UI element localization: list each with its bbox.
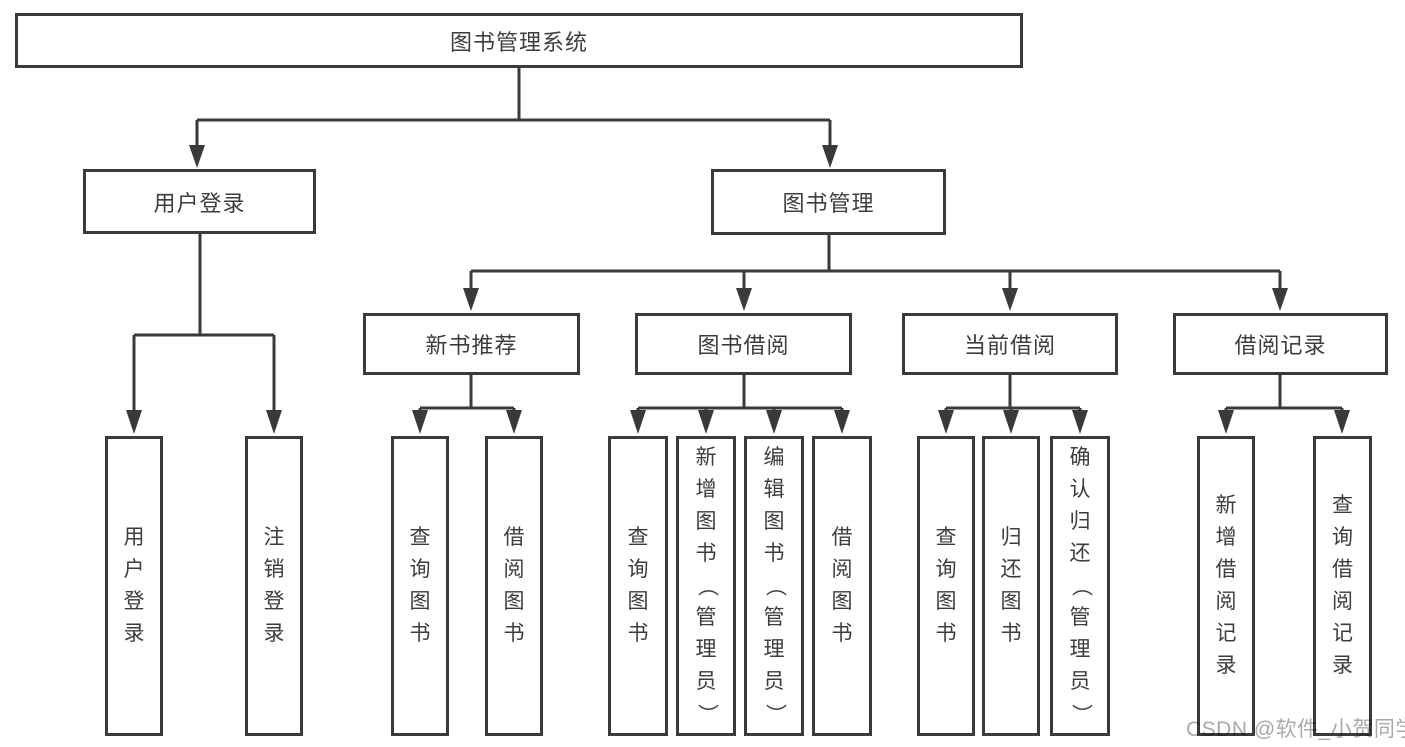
- connector-book-borrow-branch: [630, 375, 850, 434]
- node-new-book-recommend: 新书推荐: [363, 313, 580, 375]
- node-query-book-3: 查询图书: [917, 436, 975, 736]
- connector-borrow-records-branch: [1218, 375, 1350, 434]
- node-borrow-book-1: 借阅图书: [485, 436, 543, 736]
- connector-current-borrow-branch: [938, 375, 1088, 434]
- node-return-book: 归还图书: [982, 436, 1040, 736]
- node-confirm-return-admin: 确认归还（管理员）: [1050, 436, 1110, 736]
- node-borrow-records: 借阅记录: [1173, 313, 1388, 375]
- node-edit-book-admin: 编辑图书（管理员）: [744, 436, 804, 736]
- node-current-borrow: 当前借阅: [902, 313, 1118, 375]
- csdn-watermark: CSDN @软件_小贺同学: [1186, 718, 1405, 741]
- connector-new-book-recommend-branch: [412, 375, 522, 434]
- connector-book-management-branch: [463, 235, 1288, 311]
- connector-user-login-branch: [126, 234, 282, 434]
- node-user-login: 用户登录: [105, 436, 163, 736]
- node-user-login-group: 用户登录: [83, 169, 316, 234]
- node-root: 图书管理系统: [15, 13, 1023, 68]
- node-book-borrow: 图书借阅: [635, 313, 852, 375]
- node-book-management: 图书管理: [711, 169, 946, 235]
- node-query-borrow-record: 查询借阅记录: [1313, 436, 1372, 736]
- node-query-book-2: 查询图书: [608, 436, 668, 736]
- connector-root-branch: [189, 68, 838, 168]
- node-add-borrow-record: 新增借阅记录: [1197, 436, 1255, 736]
- node-query-book-1: 查询图书: [391, 436, 449, 736]
- node-borrow-book-2: 借阅图书: [812, 436, 872, 736]
- node-add-book-admin: 新增图书（管理员）: [676, 436, 736, 736]
- node-logout: 注销登录: [245, 436, 303, 736]
